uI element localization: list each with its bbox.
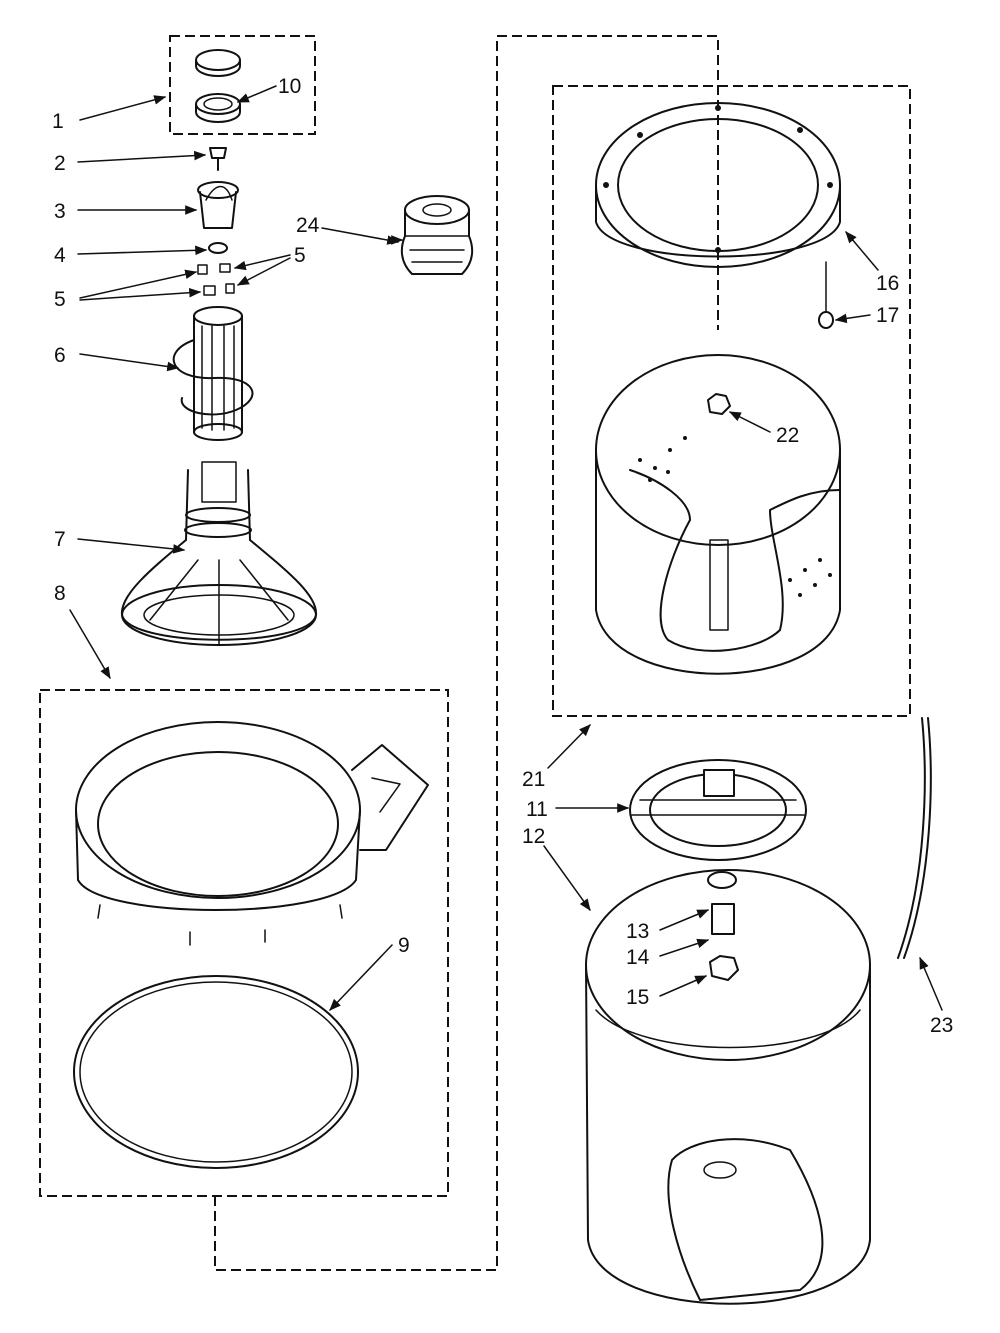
part-12-outer-tub	[585, 869, 871, 1305]
part-4-washer	[208, 242, 228, 254]
callout-10: 10	[278, 75, 301, 98]
group-box-21	[552, 85, 911, 717]
group-box-8	[39, 689, 449, 1197]
callout-6: 6	[54, 344, 66, 367]
part-24-filter	[400, 195, 474, 275]
callout-5-left: 5	[54, 288, 66, 311]
part-8-tub-ring	[75, 721, 429, 946]
part-1-cap	[195, 49, 241, 77]
part-23-hose	[897, 717, 932, 959]
part-21-basket	[595, 354, 841, 675]
connector-line	[214, 35, 719, 1271]
callout-8: 8	[54, 582, 66, 605]
callout-15: 15	[626, 986, 649, 1009]
part-13-14-15-bearing	[707, 871, 739, 981]
callout-4: 4	[54, 244, 66, 267]
callout-17: 17	[876, 304, 899, 327]
callout-24: 24	[296, 214, 320, 237]
callout-13: 13	[626, 920, 649, 943]
part-2-bolt	[209, 147, 227, 171]
part-5-dogs	[197, 263, 235, 296]
part-17-screw	[818, 261, 834, 329]
callout-2: 2	[54, 152, 66, 175]
callout-14: 14	[626, 946, 650, 969]
callout-21: 21	[522, 768, 545, 791]
callout-3: 3	[54, 200, 66, 223]
callout-16: 16	[876, 272, 899, 295]
callout-1: 1	[52, 110, 64, 133]
part-3-cam	[197, 181, 239, 229]
callout-9: 9	[398, 934, 410, 957]
part-6-auger	[172, 306, 254, 441]
part-7-agitator	[120, 461, 318, 646]
kit-box-1	[169, 35, 316, 135]
part-11-brake	[629, 759, 807, 861]
callout-12: 12	[522, 825, 545, 848]
part-9-seal-ring	[73, 975, 359, 1169]
part-16-balance-ring	[595, 102, 841, 268]
part-10-seal	[195, 93, 241, 123]
callout-7: 7	[54, 528, 66, 551]
callout-22: 22	[776, 424, 799, 447]
callout-11: 11	[526, 798, 548, 821]
callout-23: 23	[930, 1014, 953, 1037]
callout-5-right: 5	[294, 244, 306, 267]
part-22-nut	[707, 393, 731, 415]
